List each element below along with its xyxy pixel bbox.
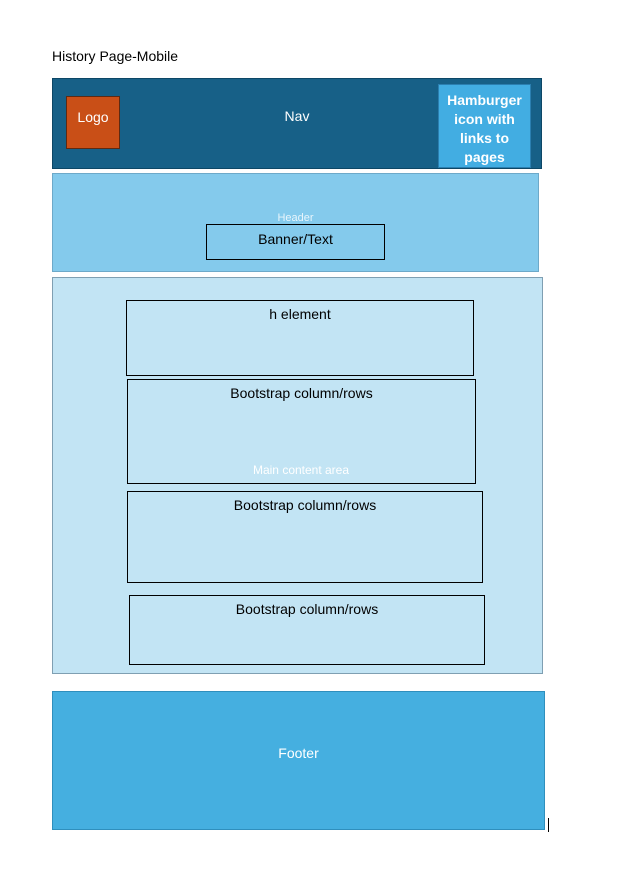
banner-text-box: Banner/Text [206,224,385,260]
text-cursor [548,818,549,832]
hamburger-menu-block: Hamburger icon with links to pages [438,84,531,168]
bootstrap-row-box-2: Bootstrap column/rows [127,491,483,583]
footer-label: Footer [278,745,319,761]
logo-block: Logo [66,96,120,149]
logo-label: Logo [77,108,109,125]
header-block [52,173,539,272]
footer-block [52,691,545,830]
bootstrap-row-box-1: Bootstrap column/rows [127,379,476,484]
main-content-block [52,277,543,674]
h-element-box: h element [126,300,474,376]
page-title: History Page-Mobile [52,48,179,64]
header-label: Header [277,212,314,224]
main-content-label: Main content area [252,463,350,477]
nav-label: Nav [284,108,310,124]
bootstrap-row-box-3: Bootstrap column/rows [129,595,485,665]
